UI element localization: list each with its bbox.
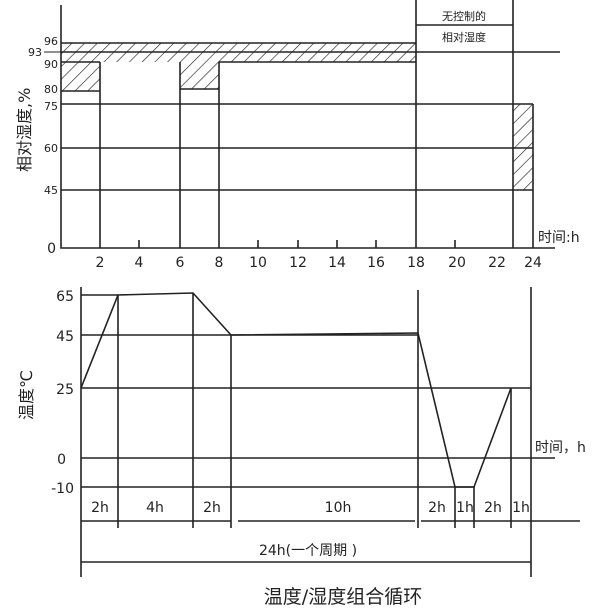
uncontrolled-note: 无控制的	[442, 9, 486, 23]
x-tick: 18	[407, 255, 425, 271]
segment-label: 2h	[91, 500, 109, 516]
x-tick: 12	[289, 255, 307, 271]
y-tick: 65	[56, 289, 74, 305]
x-tick: 10	[249, 255, 267, 271]
humidity-chart: 96 93 90 80 75 60 45 0 2 4 6 8 10 12 14 …	[15, 0, 580, 271]
x-tick: 24	[524, 255, 542, 271]
y-tick: 96	[44, 35, 58, 48]
humidity-x-tick-labels: 2 4 6 8 10 12 14 16 18 20 22 24	[96, 255, 542, 271]
x-tick: 8	[215, 255, 224, 271]
humidity-y-label: 相对湿度,%	[15, 88, 34, 172]
humidity-verticals	[99, 0, 534, 248]
y-tick: 80	[44, 83, 58, 96]
cycle-label: 24h(一个周期 )	[259, 543, 357, 559]
x-tick: 6	[176, 255, 185, 271]
diagram-title: 温度/湿度组合循环	[264, 586, 422, 608]
x-tick: 22	[488, 255, 506, 271]
temperature-profile-line	[80, 292, 512, 488]
segment-label: 2h	[428, 500, 446, 516]
segment-label: 1h	[456, 500, 474, 516]
y-tick: 60	[44, 142, 58, 155]
x-tick: 14	[328, 255, 346, 271]
segment-label: 2h	[484, 500, 502, 516]
temperature-gridlines	[81, 294, 555, 488]
hatched-band-6-8h	[180, 62, 219, 89]
segment-label: 1h	[512, 500, 530, 516]
temperature-y-label: 温度℃	[17, 370, 36, 420]
uncontrolled-note: 相对湿度	[442, 30, 486, 44]
temperature-verticals	[117, 290, 512, 528]
temperature-frame	[80, 287, 532, 577]
humidity-gridlines	[61, 42, 560, 191]
segment-label: 4h	[146, 500, 164, 516]
segment-duration-labels: 2h 4h 2h 10h 2h 1h 2h 1h	[91, 500, 530, 516]
y-tick: 75	[44, 100, 58, 113]
duration-lines	[81, 520, 580, 563]
segment-label: 10h	[325, 500, 352, 516]
y-tick: 45	[56, 329, 74, 345]
x-tick: 4	[135, 255, 144, 271]
y-tick: 90	[44, 58, 58, 71]
x-tick: 20	[448, 255, 466, 271]
hatched-band-23-24h	[513, 104, 533, 190]
y-tick: 0	[57, 452, 66, 468]
temperature-x-label: 时间，h	[535, 440, 586, 456]
y-tick: 0	[47, 241, 56, 257]
x-tick: 16	[367, 255, 385, 271]
humidity-axes	[60, 5, 555, 249]
humidity-x-ticks	[138, 240, 456, 248]
hatched-band-0-2h	[61, 62, 100, 91]
y-tick: 45	[44, 184, 58, 197]
segment-label: 2h	[203, 500, 221, 516]
y-tick: -10	[51, 481, 74, 497]
temperature-chart: 65 45 25 0 -10 时间，h 2h 4h 2h 10h 2h 1h 2…	[17, 287, 586, 577]
x-tick: 2	[96, 255, 105, 271]
humidity-x-label: 时间:h	[538, 230, 580, 246]
y-tick: 25	[56, 382, 74, 398]
y-tick: 93	[28, 46, 42, 59]
